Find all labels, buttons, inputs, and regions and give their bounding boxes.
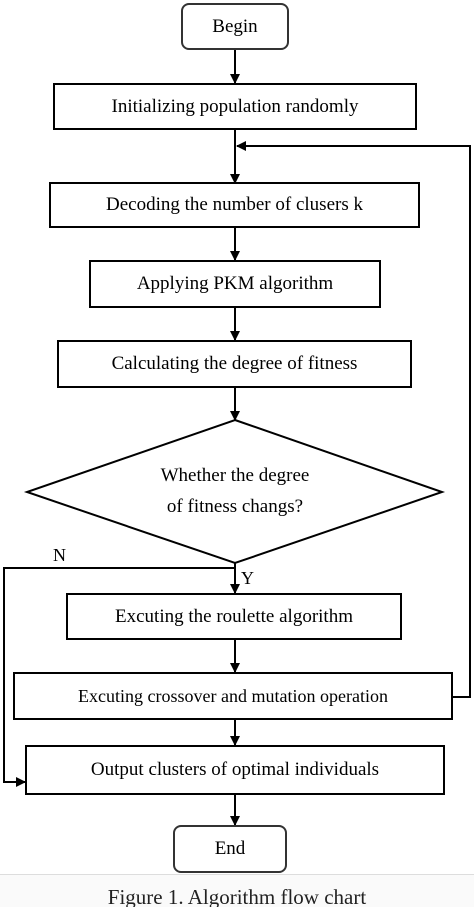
output-label: Output clusters of optimal individuals: [90, 759, 380, 780]
end-label: End: [214, 838, 246, 859]
begin-node: Begin: [181, 3, 289, 50]
decode-label: Decoding the number of clusers k: [106, 194, 363, 215]
decision-label-line1: Whether the degree: [160, 465, 310, 486]
pkm-label: Applying PKM algorithm: [136, 273, 334, 294]
decision-label-line2: of fitness changs?: [166, 496, 304, 517]
figure-caption: Figure 1. Algorithm flow chart: [107, 885, 367, 907]
init-label: Initializing population randomly: [111, 95, 359, 117]
crossover-node: Excuting crossover and mutation operatio…: [13, 672, 453, 720]
no-branch-line: [3, 567, 235, 787]
decision-diamond: [23, 418, 446, 565]
fitness-label: Calculating the degree of fitness: [111, 353, 358, 374]
fitness-node: Calculating the degree of fitness: [57, 340, 412, 388]
no-branch-label: N: [53, 545, 66, 565]
init-node: Initializing population randomly: [53, 83, 417, 130]
roulette-label: Excuting the roulette algorithm: [115, 605, 353, 627]
output-node: Output clusters of optimal individuals: [25, 745, 445, 795]
begin-label: Begin: [212, 15, 258, 37]
roulette-node: Excuting the roulette algorithm: [66, 593, 402, 640]
yes-branch-label: Y: [241, 568, 254, 588]
pkm-node: Applying PKM algorithm: [89, 260, 381, 308]
crossover-label: Excuting crossover and mutation operatio…: [78, 685, 388, 706]
caption-band: Figure 1. Algorithm flow chart: [0, 874, 474, 907]
decode-node: Decoding the number of clusers k: [49, 182, 420, 228]
end-node: End: [173, 825, 287, 873]
